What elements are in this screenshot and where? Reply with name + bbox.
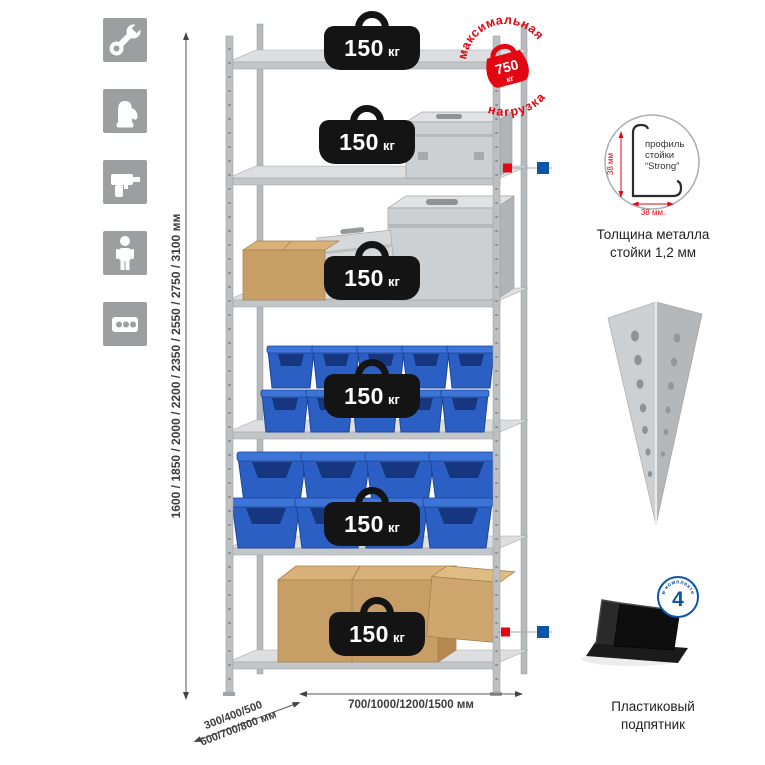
drill-icon: [111, 174, 140, 197]
callout-marker-bottom: [497, 626, 552, 638]
tile-power-strip: [103, 302, 147, 346]
profile-dim-vertical: 38 мм: [606, 153, 615, 175]
shelf-load-unit: кг: [387, 392, 400, 407]
shelf-load-unit: кг: [382, 138, 395, 153]
shelf-load-unit: кг: [387, 44, 400, 59]
shelf-load-badge: 150 кг: [324, 241, 420, 300]
shelf-load-badge: 150 кг: [324, 487, 420, 546]
shelf-load-unit: кг: [387, 520, 400, 535]
profile-callout: 38 мм 38 мм. профиль стойки “Strong”: [604, 114, 700, 217]
rack-contents: [230, 111, 516, 663]
height-dimension-line: [183, 32, 189, 700]
rack-frame: [256, 23, 528, 675]
profile-label-1: профиль: [645, 139, 684, 150]
shelf-load-badge: 150 кг: [324, 359, 420, 418]
shelf-load-badge: 150 кг: [319, 105, 415, 164]
stamp-weight-icon: [490, 43, 517, 60]
foot-caption: Пластиковый подпятник: [568, 698, 738, 734]
blue-marker: [537, 162, 549, 174]
shelf-load-value: 150: [344, 510, 384, 537]
stamp-value: 750: [493, 56, 520, 78]
profile-caption-line1: Толщина металла: [596, 227, 710, 242]
cardboard-box: [241, 240, 341, 301]
height-dimension-label: 1600 / 1850 / 2000 / 2200 / 2350 / 2550 …: [169, 213, 183, 519]
stamp-unit: кг: [505, 74, 515, 85]
blue-marker: [537, 626, 549, 638]
depth-dimension-line: [193, 702, 301, 742]
kit-badge: в комплекте 4: [657, 576, 699, 618]
profile-caption: Толщина металла стойки 1,2 мм: [568, 226, 738, 262]
shelf-load-value: 150: [339, 128, 379, 155]
wrench-icon: [109, 22, 143, 56]
tile-person: [103, 231, 147, 275]
tile-wrench: [103, 18, 147, 62]
profile-dim-horizontal: 38 мм.: [641, 208, 665, 217]
profile-drawing: [631, 133, 673, 198]
foot-caption-line2: подпятник: [620, 717, 686, 733]
shelf-load-badge: 150 кг: [324, 11, 420, 70]
gloves-icon: [116, 101, 138, 128]
tile-gloves: [103, 89, 147, 133]
shelf-load-unit: кг: [387, 274, 400, 289]
shelf-load-value: 150: [344, 264, 384, 291]
plastic-foot-photo: [582, 599, 688, 666]
profile-label-3: “Strong”: [645, 161, 679, 172]
shelf-load-value: 150: [344, 34, 384, 61]
red-marker: [503, 163, 512, 173]
person-icon: [116, 236, 134, 270]
foot-caption-line1: Пластиковый: [611, 699, 695, 714]
profile-caption-line2: стойки 1,2 мм: [609, 245, 697, 261]
callout-marker-top: [500, 162, 552, 174]
width-dimension-line: [299, 691, 523, 697]
profile-label-2: стойки: [645, 150, 674, 161]
power-strip-icon: [112, 317, 138, 332]
shelf-load-badge: 150 кг: [329, 597, 425, 656]
profile-dim-arrows: [618, 131, 674, 207]
corner-post-photo: [607, 301, 703, 526]
shelf-load-value: 150: [344, 382, 384, 409]
red-marker: [501, 627, 510, 637]
shelf-load-value: 150: [349, 620, 389, 647]
kit-badge-count: 4: [672, 588, 684, 611]
shelf-load-unit: кг: [392, 630, 405, 645]
width-dimension-label: 700/1000/1200/1500 мм: [348, 699, 474, 711]
tile-drill: [103, 160, 147, 204]
